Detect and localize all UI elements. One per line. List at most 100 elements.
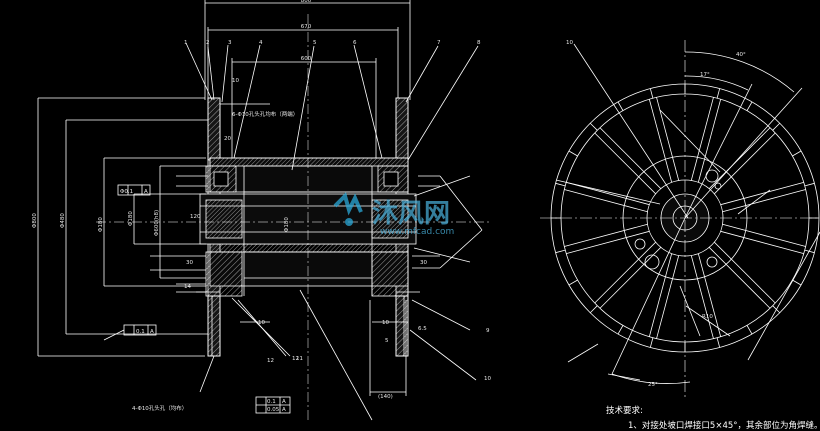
part-callout-5: 5	[313, 40, 317, 46]
dim-phi480: Φ480	[60, 213, 66, 228]
rim-tick	[617, 325, 624, 335]
dim-phi180: Φ180	[98, 217, 104, 232]
spoke-rib	[720, 230, 804, 255]
note-holes-bottom: 4-Φ10孔头孔（均布）	[132, 404, 187, 412]
spoke-rib	[599, 127, 662, 189]
spoke-rib	[720, 181, 804, 206]
spoke-rib	[656, 255, 680, 339]
dim-30b: 30	[420, 260, 427, 266]
dim-12: 12	[292, 356, 299, 362]
spoke-rib	[690, 255, 714, 339]
tol-box-bottom-ref: A	[150, 329, 154, 335]
dim-angle-25: 25°	[648, 382, 658, 388]
notes: 6-Φ10孔头孔均布（两端） 4-Φ10孔头孔（均布） Φ0.1 A 0.1 A…	[120, 110, 298, 413]
dim-angle-17: 17°	[700, 72, 710, 78]
dim-6-5: 6.5	[418, 326, 427, 332]
dim-140: (140)	[378, 394, 393, 400]
rim-tick	[649, 88, 654, 99]
spoke-rib	[708, 127, 771, 189]
dim-phi600: Φ600(h8)	[154, 210, 160, 236]
rim-tick	[792, 150, 802, 157]
part-callout-3: 3	[228, 40, 232, 46]
spoke-rib	[566, 181, 650, 206]
rim-tick	[792, 279, 802, 286]
mf-logo-icon	[333, 192, 363, 226]
dim-670: 670	[301, 24, 312, 30]
tol-box-left: Φ0.1	[120, 189, 133, 195]
spoke-rib	[594, 132, 656, 195]
dim-phi180-sub: Φ180	[128, 211, 134, 226]
tech-requirements: 技术要求: 1、对接处坡口焊接口5×45°，其余部位为角焊缝。	[606, 405, 820, 431]
spoke-rib	[722, 223, 806, 247]
rim-tick	[772, 122, 781, 131]
watermark-url: www.mfcad.com	[380, 227, 454, 237]
part-callout-2: 2	[206, 40, 210, 46]
part-callout-11: 11	[296, 356, 303, 362]
part-callout-9: 9	[486, 328, 490, 334]
dimension-labels: 800 670 600 10 20 Φ800 Φ480 Φ180 Φ180 Φ6…	[32, 0, 427, 400]
dim-14: 14	[184, 284, 191, 290]
spoke-rib	[697, 253, 722, 337]
spoke-rib	[697, 99, 722, 183]
rim-tick	[716, 88, 721, 99]
dim-600: 600	[301, 56, 312, 62]
tol-b2: A	[282, 407, 286, 413]
section-view	[37, 0, 490, 421]
spoke-rib	[656, 97, 680, 181]
dim-phi800: Φ800	[32, 213, 38, 228]
spoke-rib	[594, 241, 656, 304]
rim-tick	[746, 325, 753, 335]
note-holes-top: 6-Φ10孔头孔均布（两端）	[232, 110, 298, 118]
dim-overall: 800	[301, 0, 312, 4]
spoke-rib	[564, 223, 648, 247]
watermark: 沐风网 www.mfcad.com	[333, 192, 454, 237]
rim-tick	[746, 101, 753, 111]
part-callout-4: 4	[259, 40, 263, 46]
dim-120: 120	[190, 214, 201, 220]
dim-phi-center: Φ180	[284, 217, 290, 232]
dim-r10: R10	[702, 314, 713, 320]
rim-tick	[555, 249, 566, 254]
rim-tick	[568, 279, 578, 286]
rim-tick	[555, 182, 566, 187]
tol-a1: 0.1	[267, 399, 276, 405]
end-view	[540, 40, 820, 400]
rim-tick	[568, 150, 578, 157]
spoke-rib	[708, 247, 771, 309]
tech-title: 技术要求:	[606, 405, 643, 416]
spoke-rib	[690, 97, 714, 181]
dim-10c: 10	[382, 320, 389, 326]
part-callout-6: 6	[353, 40, 357, 46]
part-callout-1: 1	[184, 40, 188, 46]
rim-tick	[804, 182, 815, 187]
dim-10b: 10	[258, 320, 265, 326]
spoke-rib	[722, 189, 806, 213]
watermark-brand: 沐风网	[372, 199, 450, 229]
rim-tick	[716, 337, 721, 348]
end-view-labels: 10 40° 17° 25° R10	[566, 40, 746, 388]
spoke-rib	[599, 247, 662, 309]
spoke-rib	[648, 99, 673, 183]
dim-angle-40: 40°	[736, 52, 746, 58]
part-callout-10: 10	[484, 376, 491, 382]
tol-a2: A	[282, 399, 286, 405]
tol-box-left-ref: A	[144, 189, 148, 195]
tol-b1: 0.05	[267, 407, 280, 413]
spoke-rib	[648, 253, 673, 337]
rim-tick	[589, 305, 598, 314]
part-callout-12: 12	[267, 358, 274, 364]
rim-tick	[617, 101, 624, 111]
tech-line-1: 1、对接处坡口焊接口5×45°，其余部位为角焊缝。	[628, 420, 820, 431]
rim-tick	[804, 249, 815, 254]
rim-tick	[589, 122, 598, 131]
spoke-rib	[714, 241, 776, 304]
spoke-rib	[566, 230, 650, 255]
dim-20: 20	[224, 136, 231, 142]
dim-end-10: 10	[566, 40, 573, 46]
part-callout-8: 8	[477, 40, 481, 46]
dim-10a: 10	[232, 78, 239, 84]
dim-5: 5	[385, 338, 389, 344]
rim-tick	[649, 337, 654, 348]
